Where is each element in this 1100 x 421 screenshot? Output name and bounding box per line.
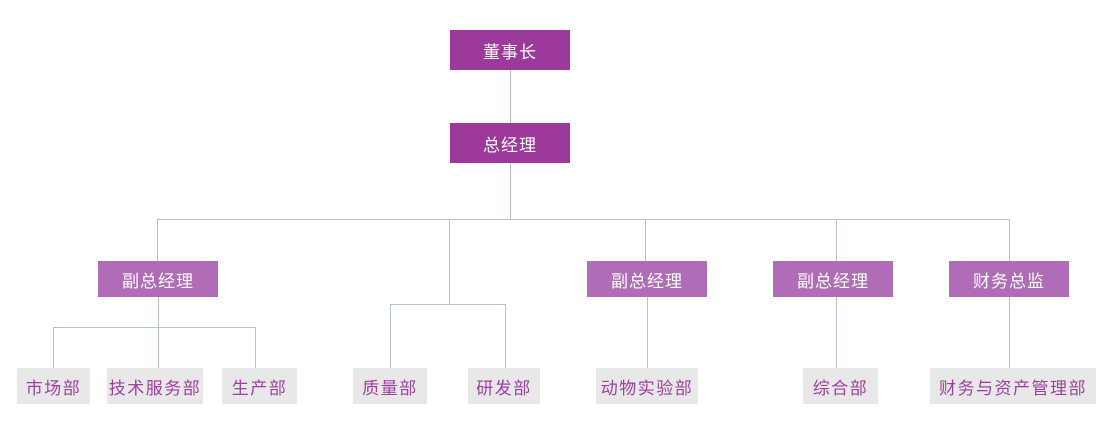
- org-node-dept-finance-asset: 财务与资产管理部: [930, 368, 1096, 404]
- org-node-dept-marketing: 市场部: [17, 368, 90, 404]
- connector-bus-rd: [505, 304, 506, 368]
- org-node-deputy-gm-3: 副总经理: [773, 261, 893, 297]
- connector-main-bus: [157, 219, 1009, 220]
- org-node-dept-tech-service: 技术服务部: [107, 368, 203, 404]
- connector-bus-marketing: [53, 327, 54, 368]
- connector-deputy1-bus: [53, 327, 255, 328]
- org-node-dept-production: 生产部: [222, 368, 297, 404]
- connector-bus-tech-service: [158, 327, 159, 368]
- org-node-dept-animal-lab: 动物实验部: [596, 368, 698, 404]
- connector-mid-bus: [390, 304, 505, 305]
- connector-deputy1-stem: [158, 297, 159, 327]
- org-node-deputy-gm-2: 副总经理: [587, 261, 707, 297]
- org-node-finance-director: 财务总监: [949, 261, 1069, 297]
- connector-bus-mid-branch: [449, 219, 450, 304]
- connector-bus-quality: [390, 304, 391, 368]
- connector-finance-director-asset: [1009, 297, 1010, 368]
- connector-bus-deputy3: [836, 219, 837, 261]
- connector-bus-finance-director: [1009, 219, 1010, 261]
- org-node-general-manager: 总经理: [450, 123, 570, 163]
- org-node-chairman: 董事长: [450, 30, 570, 70]
- connector-bus-deputy1: [157, 219, 158, 261]
- org-node-dept-general-affairs: 综合部: [803, 368, 878, 404]
- connector-deputy3-general-affairs: [836, 297, 837, 368]
- connector-bus-production: [255, 327, 256, 368]
- connector-deputy2-animal-lab: [647, 297, 648, 368]
- org-node-dept-quality: 质量部: [353, 368, 427, 404]
- connector-bus-deputy2: [645, 219, 646, 261]
- connector-chairman-gm: [510, 70, 511, 123]
- org-node-deputy-gm-1: 副总经理: [98, 261, 218, 297]
- org-node-dept-rd: 研发部: [468, 368, 540, 404]
- connector-gm-main-bus: [510, 163, 511, 219]
